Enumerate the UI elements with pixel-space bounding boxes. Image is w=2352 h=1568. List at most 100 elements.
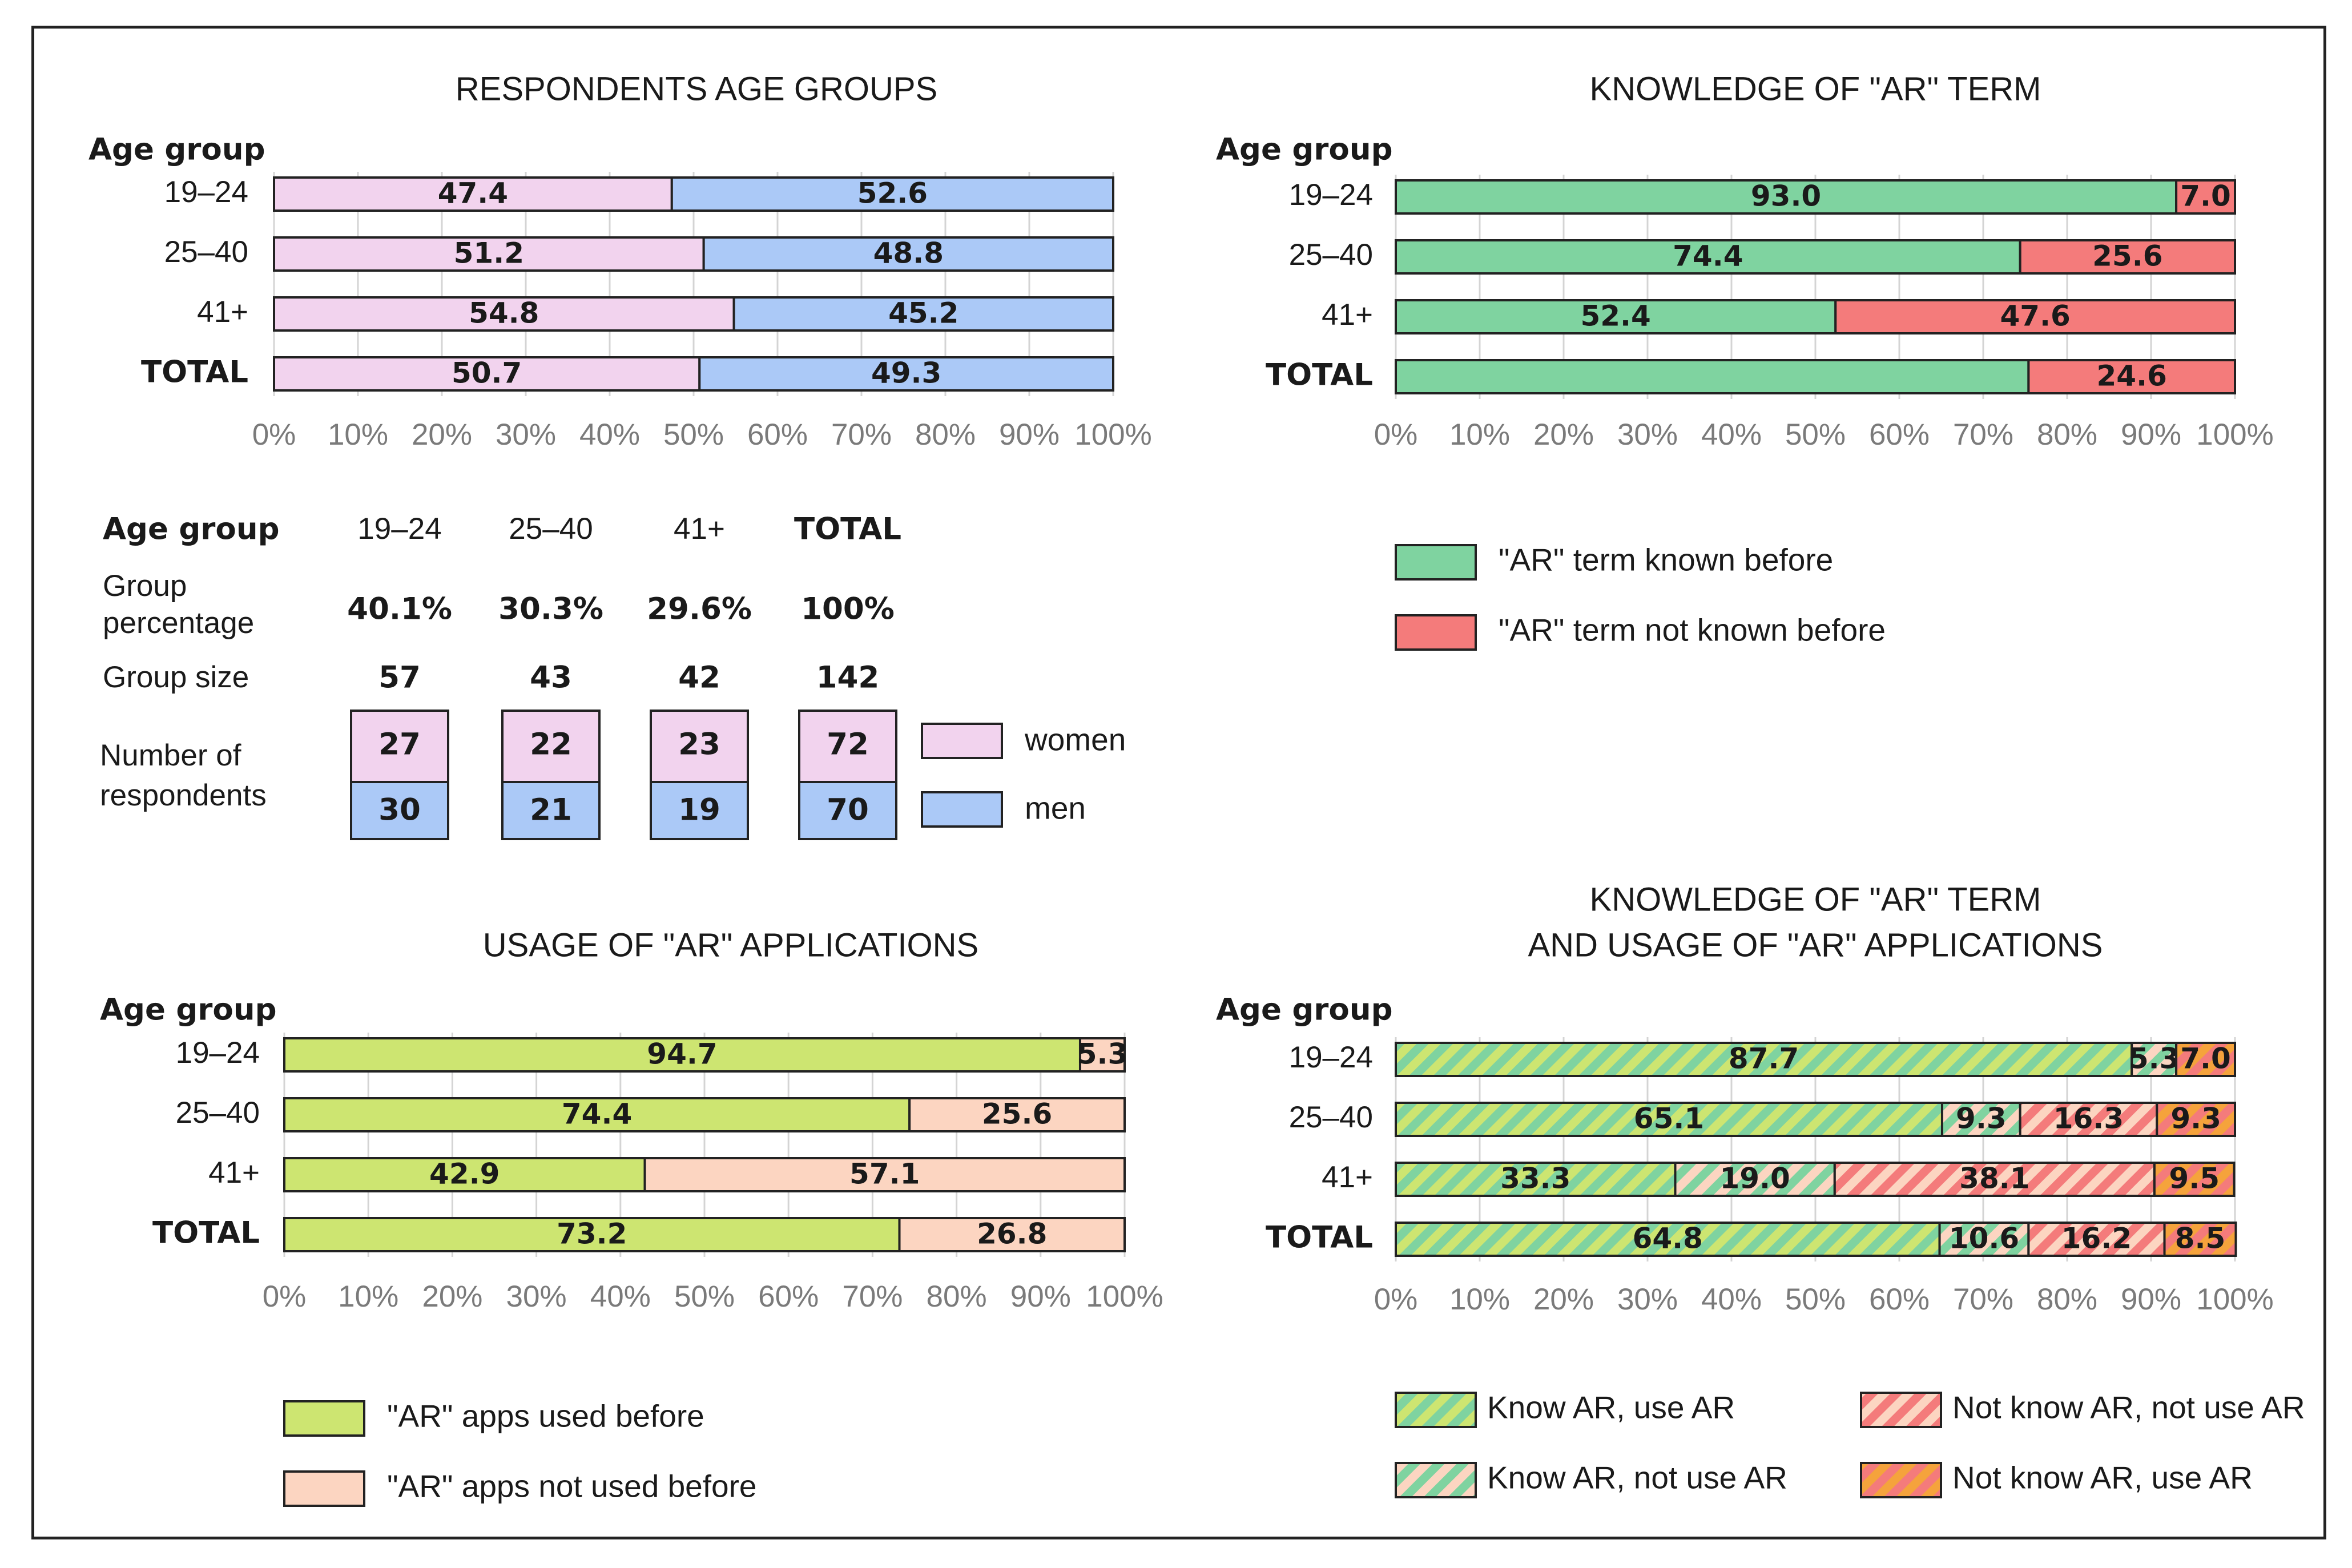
data-label: 5.3 (2129, 1042, 2180, 1075)
data-label: 65.1 (1634, 1102, 1704, 1135)
data-label: 74.4 (562, 1098, 632, 1131)
legend-label: "AR" term known before (1499, 542, 1833, 578)
data-label: 9.3 (1956, 1102, 2007, 1135)
tick-label: 0% (263, 1280, 307, 1313)
category-label: 41+ (1322, 1160, 1373, 1194)
tick-label: 30% (496, 418, 556, 452)
row-label-line: respondents (100, 779, 267, 812)
group-percentage-cell: 29.6% (647, 592, 752, 627)
legend-swatch (1860, 1392, 1942, 1428)
category-label: TOTAL (152, 1216, 260, 1251)
tick-label: 60% (1869, 418, 1930, 452)
women-count-box (350, 710, 449, 783)
category-label: 19–24 (176, 1036, 260, 1070)
group-size-cell: 142 (816, 660, 880, 695)
tick-label: 90% (1010, 1280, 1071, 1313)
table-header-cell: 25–40 (509, 512, 593, 546)
men-count-box (350, 781, 449, 840)
men-count: 70 (827, 793, 869, 828)
women-count-box (650, 710, 749, 783)
legend-notknow-use: Not know AR, use AR (1860, 1460, 2253, 1498)
tick-label: 70% (1953, 1283, 2013, 1316)
bar-segment (1395, 359, 2030, 394)
bar-segment (2019, 239, 2236, 275)
data-label: 54.8 (469, 297, 539, 330)
group-size-cell: 42 (678, 660, 720, 695)
figure-frame: RESPONDENTS AGE GROUPS Age group 19–24 47.4… (31, 26, 2326, 1539)
data-label: 45.2 (888, 297, 958, 330)
tick-label: 70% (1953, 418, 2013, 452)
bar-segment (2175, 1042, 2237, 1077)
tick-label: 0% (1374, 1283, 1418, 1316)
y-axis-label: Age group (100, 993, 277, 1027)
data-label: 52.4 (1580, 300, 1650, 333)
table-header-cell: TOTAL (794, 512, 901, 547)
bar-segment (1833, 1162, 2156, 1197)
category-label: 19–24 (1289, 178, 1373, 212)
tick-label: 80% (927, 1280, 987, 1313)
bar-segment (2156, 1102, 2237, 1137)
data-label: 24.6 (2097, 360, 2167, 393)
men-count-box (501, 781, 601, 840)
tick-label: 0% (252, 418, 296, 452)
data-label: 49.3 (871, 357, 941, 390)
category-label: TOTAL (1266, 358, 1373, 393)
bar-segment (273, 296, 735, 332)
bar-segment (898, 1217, 1126, 1252)
legend-not-used: "AR" apps not used before (283, 1469, 757, 1507)
legend-label: "AR" term not known before (1499, 612, 1886, 648)
bar-segment (1834, 299, 2236, 334)
bar-segment (698, 356, 1115, 392)
category-label: 19–24 (1289, 1041, 1373, 1074)
tick-label: 80% (915, 418, 976, 452)
data-label: 64.8 (1633, 1222, 1703, 1255)
tick-label: 90% (2121, 1283, 2181, 1316)
legend-label-women: women (1024, 722, 1126, 757)
bar-segment (283, 1097, 911, 1132)
category-label: 25–40 (1289, 238, 1373, 272)
tick-label: 40% (579, 418, 640, 452)
tick-label: 20% (422, 1280, 482, 1313)
women-count: 22 (530, 727, 572, 762)
figure-canvas: RESPONDENTS AGE GROUPS Age group 19–24 47.4… (88, 70, 2305, 1507)
data-label: 50.7 (452, 357, 522, 390)
tick-label: 70% (842, 1280, 903, 1313)
chart-title: KNOWLEDGE OF "AR" TERM (1590, 70, 2041, 107)
category-label: 41+ (197, 295, 248, 329)
data-label: 47.4 (438, 177, 508, 210)
data-label: 5.3 (1077, 1038, 1128, 1071)
category-label: 41+ (1322, 298, 1373, 332)
legend-swatch (1395, 544, 1477, 581)
tick-label: 60% (1869, 1283, 1930, 1316)
data-label: 93.0 (1751, 180, 1821, 213)
data-label: 57.1 (849, 1158, 920, 1191)
bar-segment (643, 1157, 1126, 1192)
row-label-line: percentage (103, 606, 254, 640)
data-label: 9.5 (2169, 1162, 2220, 1195)
tick-label: 30% (1617, 418, 1678, 452)
legend-swatch (1395, 1462, 1477, 1498)
data-label: 26.8 (977, 1218, 1047, 1251)
men-count-box (798, 781, 897, 840)
legend-swatch-men (921, 791, 1003, 828)
category-label: 19–24 (164, 175, 248, 209)
chart-title: RESPONDENTS AGE GROUPS (456, 70, 937, 107)
men-count-box (650, 781, 749, 840)
tick-label: 80% (2037, 1283, 2097, 1316)
legend-swatch (1395, 614, 1477, 651)
table-header-label: Age group (103, 512, 280, 547)
legend-swatch (1860, 1462, 1942, 1498)
tick-label: 0% (1374, 418, 1418, 452)
bar-segment (1395, 1222, 1941, 1257)
data-label: 9.3 (2170, 1102, 2221, 1135)
legend-label: Not know AR, not use AR (1952, 1390, 2305, 1425)
data-label: 73.2 (557, 1218, 627, 1251)
bar-segment (283, 1157, 646, 1192)
bar-segment (273, 176, 673, 212)
group-percentage-cell: 40.1% (347, 592, 452, 627)
bar-segment (2027, 359, 2236, 394)
legend-label-men: men (1025, 791, 1086, 826)
bar-segment (283, 1217, 901, 1252)
